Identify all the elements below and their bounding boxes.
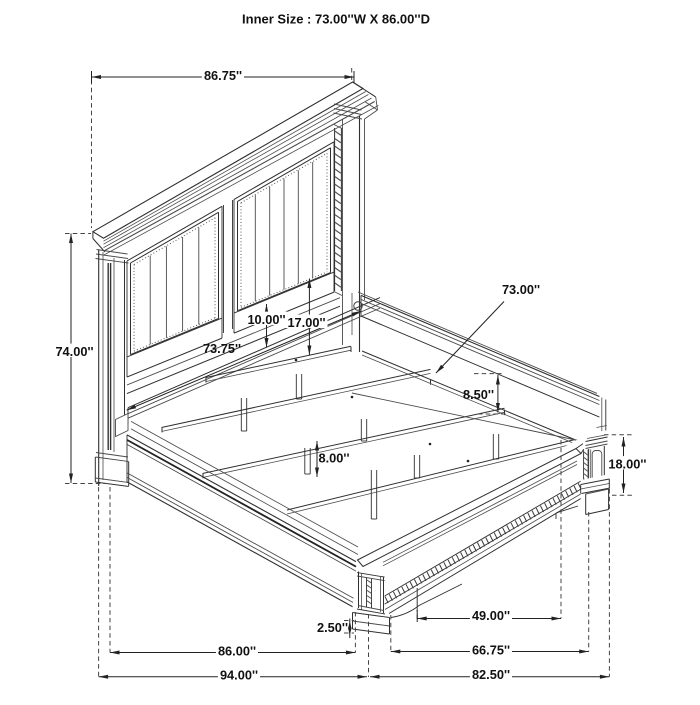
svg-text:17.00'': 17.00'' xyxy=(287,315,325,330)
svg-text:49.00'': 49.00'' xyxy=(472,608,510,623)
svg-text:86.00'': 86.00'' xyxy=(218,643,256,658)
svg-text:8.50'': 8.50'' xyxy=(463,387,494,402)
svg-text:86.75'': 86.75'' xyxy=(204,68,242,83)
svg-text:Inner Size : 73.00''W X 86.00': Inner Size : 73.00''W X 86.00''D xyxy=(242,12,430,27)
svg-text:2.50'': 2.50'' xyxy=(317,620,348,635)
svg-text:18.00'': 18.00'' xyxy=(608,457,646,472)
svg-text:10.00'': 10.00'' xyxy=(247,312,285,327)
svg-text:8.00'': 8.00'' xyxy=(319,451,350,466)
svg-text:82.50'': 82.50'' xyxy=(472,667,510,682)
svg-text:94.00'': 94.00'' xyxy=(220,668,258,683)
svg-text:74.00'': 74.00'' xyxy=(55,344,93,359)
svg-text:73.75'': 73.75'' xyxy=(203,341,241,356)
svg-text:73.00'': 73.00'' xyxy=(502,282,540,297)
svg-text:66.75'': 66.75'' xyxy=(472,642,510,657)
